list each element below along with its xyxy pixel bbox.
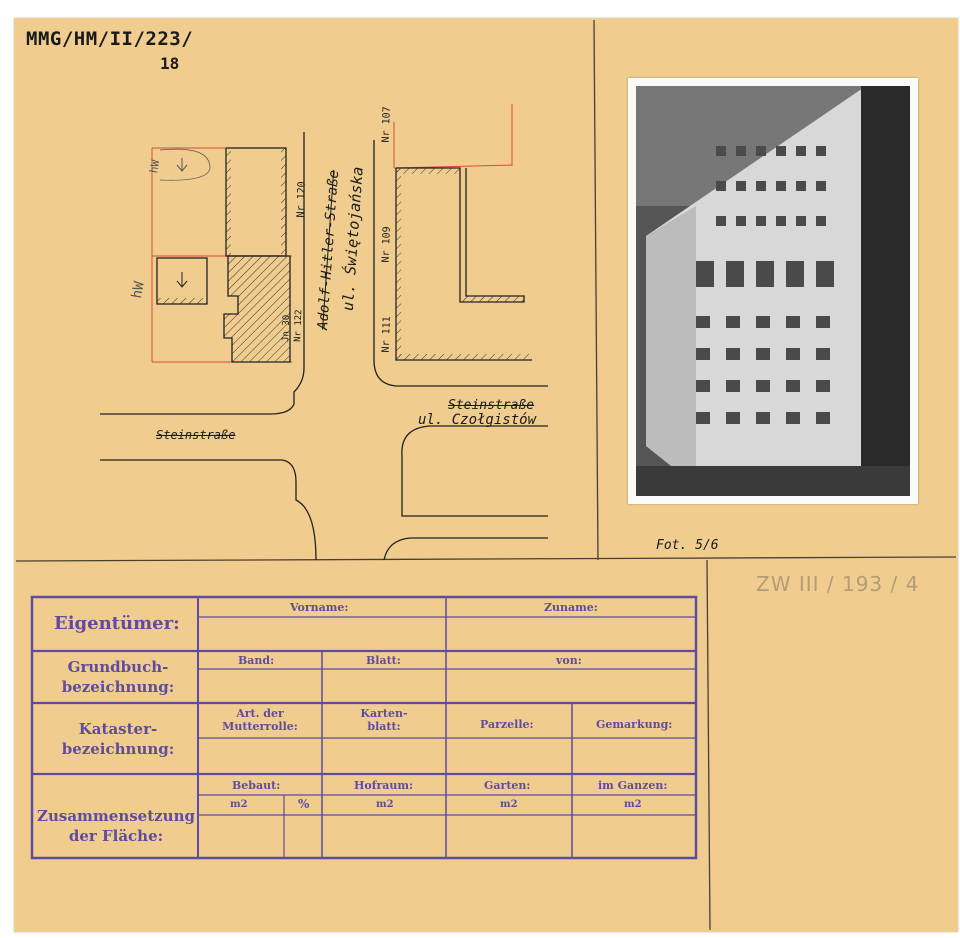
gemarkung-label: Gemarkung: (596, 718, 673, 731)
owner-label: Eigentümer: (54, 613, 180, 634)
building-main-hatched (223, 255, 291, 363)
building-photograph (628, 78, 918, 504)
bebaut-label: Bebaut: (232, 779, 281, 792)
percent-bebaut: % (298, 797, 310, 811)
blatt-label: Blatt: (366, 654, 401, 667)
street-curbs (100, 132, 548, 560)
street-left: Steinstraße (156, 428, 236, 442)
archive-ref: MMG/HM/II/223/ (26, 28, 194, 50)
m2-im-ganzen: m2 (624, 799, 642, 810)
photo-image (636, 86, 910, 496)
parzelle-label: Parzelle: (480, 718, 534, 731)
photo-caption: Fot. 5/6 (656, 538, 719, 553)
street-right-new: ul. Czołgistów (418, 412, 537, 428)
garten-label: Garten: (484, 779, 531, 792)
kartenblatt-label: Karten- blatt: (360, 707, 408, 733)
pencil-reference: ZW III / 193 / 4 (756, 572, 920, 596)
band-label: Band: (238, 654, 275, 667)
cadastre-label: Kataster- bezeichnung: (61, 720, 175, 758)
art-mutterrolle-label: Art. der Mutterrolle: (222, 707, 298, 733)
street-right-old: Steinstraße (448, 398, 535, 413)
owner-last-name: Zuname: (544, 601, 598, 614)
m2-bebaut: m2 (230, 799, 248, 810)
photo-building-sketch (636, 86, 910, 496)
hofraum-label: Hofraum: (354, 779, 414, 792)
archive-ref-sub: 18 (160, 54, 180, 73)
area-composition-label: Zusammensetzung der Fläche: (37, 807, 195, 845)
land-register-label: Grundbuch- bezeichnung: (61, 658, 175, 696)
von-label: von: (556, 654, 582, 667)
m2-garten: m2 (500, 799, 518, 810)
m2-hofraum: m2 (376, 799, 394, 810)
site-plan (100, 104, 548, 560)
im-ganzen-label: im Ganzen: (598, 779, 668, 792)
owner-first-name: Vorname: (290, 601, 349, 614)
